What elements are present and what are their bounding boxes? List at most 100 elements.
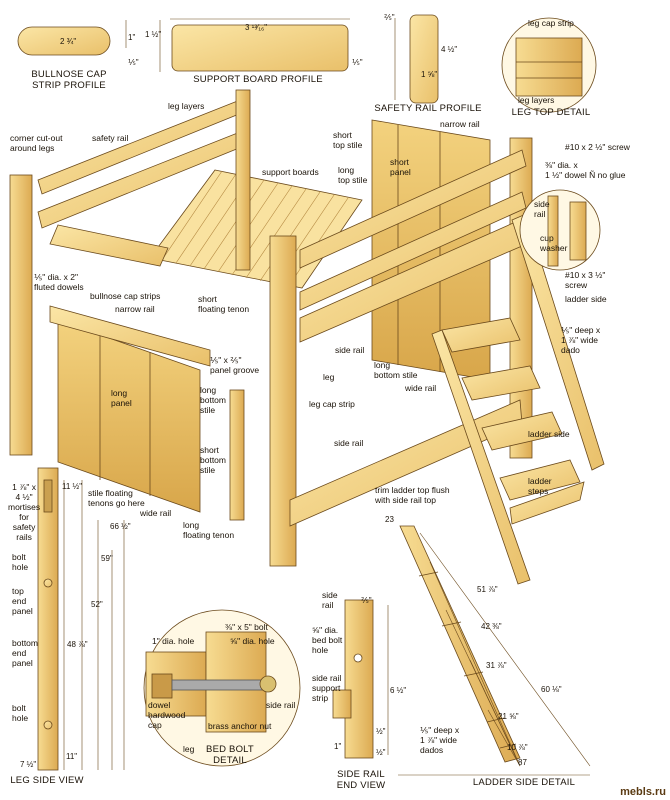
dim-leg-52: 52" <box>91 600 103 609</box>
label-short-top-stile: short top stile <box>333 130 363 150</box>
dim-rail-1: 1" <box>334 742 342 751</box>
bullnose-profile <box>17 26 111 56</box>
leg-top-caption: LEG TOP DETAIL <box>511 107 591 118</box>
dim-ladder-23: 23 <box>385 515 394 524</box>
dim-leg-66: 66 ½" <box>110 522 131 531</box>
bed-bolt-caption: BED BOLT DETAIL <box>206 744 254 766</box>
side-rail-top-1 <box>299 149 527 269</box>
bullnose-caption: BULLNOSE CAP STRIP PROFILE <box>31 69 107 91</box>
dim-bullnose-radius: ⅕" <box>128 58 139 67</box>
label-leg-cap-strip-top: leg cap strip <box>528 18 574 28</box>
label-ladder-side-right: ladder side <box>528 429 570 439</box>
label-safety-rail: safety rail <box>92 133 129 143</box>
label-wide-rail-right: wide rail <box>405 383 437 393</box>
support-boards <box>149 169 363 289</box>
dim-rail-top: ⅖" <box>361 596 372 605</box>
dim-leg-7-half: 7 ½" <box>20 760 37 769</box>
label-short-panel: short panel <box>390 157 411 177</box>
label-screw-top: #10 x 2 ½" screw <box>565 142 630 152</box>
label-top-end-panel: top end panel <box>12 586 33 616</box>
label-side-rail-mid: side rail <box>334 438 364 448</box>
dim-rail-6-half: 6 ½" <box>390 686 407 695</box>
label-brass-nut: brass anchor nut <box>208 721 272 731</box>
label-leg-cap-strip: leg cap strip <box>309 399 355 409</box>
label-corner-cutout: corner cut-out around legs <box>10 133 63 153</box>
label-long-floating-tenon: long floating tenon <box>183 520 235 540</box>
dim-leg-48: 48 ⅞" <box>67 640 88 649</box>
dim-rail-b2: ½" <box>376 748 386 757</box>
label-bolt-hole-1: bolt hole <box>12 552 29 572</box>
dim-leg-11: 11" <box>66 752 78 761</box>
label-narrow-rail-top: narrow rail <box>440 119 480 129</box>
leg-side-caption: LEG SIDE VIEW <box>10 775 84 786</box>
label-trim-ladder: trim ladder top flush with side rail top <box>375 485 450 505</box>
label-long-top-stile: long top stile <box>338 165 368 185</box>
label-narrow-rail: narrow rail <box>115 304 155 314</box>
dim-support-height: 1 ½" <box>145 30 162 39</box>
dim-safety-height: 4 ½" <box>441 45 458 54</box>
label-bed-bolt-hole: ⅝" dia. bed bolt hole <box>312 625 343 655</box>
dim-ladder-21: 21 ⅝" <box>498 712 519 721</box>
dim-ladder-42: 42 ⅜" <box>481 622 502 631</box>
ladder-side-b <box>511 213 605 471</box>
safety-rail-profile <box>409 14 439 104</box>
dim-safety-width: 1 ⅝" <box>421 70 438 79</box>
dim-ladder-10: 10 ⅞" <box>507 743 528 752</box>
label-leg-layers: leg layers <box>168 101 205 111</box>
dim-safety-top: ⅖" <box>384 13 395 22</box>
dim-ladder-31: 31 ⅞" <box>486 661 507 670</box>
label-side-rail-end: side rail <box>322 590 338 610</box>
label-dowel-cap: dowel hardwood cap <box>148 700 186 730</box>
label-deep-wide-dados: ⅕" deep x 1 ⅞" wide dados <box>420 725 460 755</box>
support-board-caption: SUPPORT BOARD PROFILE <box>193 74 323 85</box>
label-one-dia-hole: 1" dia. hole <box>152 636 195 646</box>
label-bolt: ⅜" x 5" bolt <box>225 622 268 632</box>
dim-leg-59: 59" <box>101 554 113 563</box>
leg-side-view <box>37 467 59 771</box>
label-deep-dado: ⅕" deep x 1 ⅞" wide dado <box>561 325 601 355</box>
ladder-side-a <box>431 329 531 585</box>
side-rail-end-caption: SIDE RAIL END VIEW <box>336 769 386 791</box>
label-panel-groove: ⅕" x ⅖" panel groove <box>210 355 260 375</box>
label-five-eighths-hole: ⅝" dia. hole <box>230 636 275 646</box>
label-side-rail-support-strip: side rail support strip <box>312 673 342 703</box>
label-bullnose-cap-strips: bullnose cap strips <box>90 291 161 301</box>
label-leg-layers-detail: leg layers <box>518 95 555 105</box>
label-leg: leg <box>323 372 335 382</box>
support-board-profile <box>171 24 349 72</box>
label-long-bottom-stile-left: long bottom stile <box>200 385 226 415</box>
label-leg-bolt: leg <box>183 744 195 754</box>
label-long-panel: long panel <box>111 388 132 408</box>
label-side-rail-detail: side rail <box>534 199 550 219</box>
label-wide-rail-left: wide rail <box>140 508 172 518</box>
safety-rail-caption: SAFETY RAIL PROFILE <box>374 103 482 114</box>
label-short-floating-tenon: short floating tenon <box>198 294 250 314</box>
label-ladder-steps: ladder steps <box>528 476 552 496</box>
label-support-boards: support boards <box>262 167 319 177</box>
label-dowel: ⅜" dia. x 1 ½" dowel Ñ no glue <box>545 160 626 180</box>
label-stile-floating-tenons: stile floating tenons go here <box>88 488 145 508</box>
ladder-side-caption: LADDER SIDE DETAIL <box>472 777 576 788</box>
label-mortises: 1 ⅞" x 4 ½" mortises for safety rails <box>8 482 41 542</box>
left-leg-front <box>9 174 33 456</box>
label-side-rail-upper: side rail <box>335 345 365 355</box>
watermark: mebls.ru <box>620 786 666 798</box>
label-bolt-hole-2: bolt hole <box>12 703 29 723</box>
dim-bullnose-height: 1" <box>128 33 136 42</box>
dim-ladder-60: 60 ⅛" <box>541 685 562 694</box>
ladder-side-detail <box>399 525 521 763</box>
dim-support-width: 3 ¹³⁄₁₆" <box>245 23 268 32</box>
side-rail-end-view <box>344 599 374 759</box>
dim-leg-11-half: 11 ½" <box>62 482 83 491</box>
side-rail-top-2 <box>299 191 527 311</box>
label-ladder-side-top: ladder side <box>565 294 607 304</box>
label-fluted-dowels: ⅕" dia. x 2" fluted dowels <box>34 272 84 292</box>
dim-ladder-51: 51 ⅞" <box>477 585 498 594</box>
front-end-panel <box>57 319 201 513</box>
label-short-bottom-stile: short bottom stile <box>200 445 226 475</box>
dim-rail-b1: ½" <box>376 727 386 736</box>
dim-bullnose-width: 2 ¾" <box>60 37 77 46</box>
dim-ladder-87: 87 <box>518 758 527 767</box>
